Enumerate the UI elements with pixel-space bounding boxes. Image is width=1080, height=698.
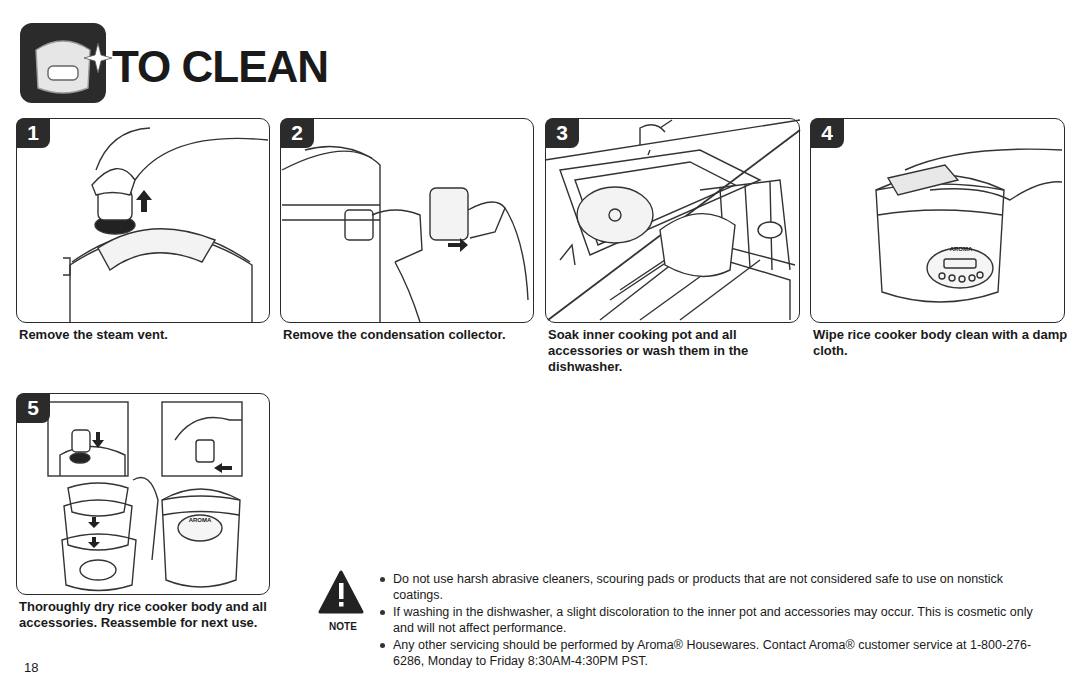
step-caption: Soak inner cooking pot and all accessori…: [548, 327, 811, 375]
page-number: 18: [24, 660, 64, 675]
step-panel: 3Soak inner cooking pot and all accessor…: [545, 118, 800, 323]
step-number: 3: [545, 118, 579, 148]
title-icon: [20, 23, 112, 103]
reassemble-illustration: [48, 402, 242, 591]
step-caption: Remove the steam vent.: [19, 327, 281, 343]
step-panel: 1Remove the steam vent.: [16, 118, 270, 323]
step-number: 2: [280, 118, 314, 148]
step-number: 4: [810, 118, 844, 148]
sink-dishwasher-illustration: [545, 120, 800, 320]
note-label: NOTE: [323, 621, 363, 632]
note-text: Do not use harsh abrasive cleaners, scou…: [393, 571, 1033, 603]
steam-vent-illustration: [63, 128, 268, 322]
step-number: 5: [16, 393, 50, 423]
bullet-dot: [380, 643, 385, 648]
step-number: 1: [16, 118, 50, 148]
note-text: Any other servicing should be performed …: [393, 637, 1033, 669]
wipe-cooker-illustration: [876, 149, 1062, 302]
bullet-dot: [380, 610, 385, 615]
brand-logo: AROMA: [941, 245, 981, 253]
step-caption: Remove the condensation collector.: [283, 327, 545, 343]
note-text: If washing in the dishwasher, a slight d…: [393, 604, 1033, 636]
step-caption: Wipe rice cooker body clean with a damp …: [813, 327, 1076, 359]
condensation-collector-illustration: [282, 146, 528, 322]
step-panel: 4Wipe rice cooker body clean with a damp…: [810, 118, 1065, 323]
step-panel: 2Remove the condensation collector.: [280, 118, 534, 323]
warning-icon: [320, 572, 362, 612]
page-title: TO CLEAN: [112, 42, 328, 92]
bullet-dot: [380, 577, 385, 582]
step-caption: Thoroughly dry rice cooker body and all …: [19, 599, 281, 631]
brand-logo: AROMA: [180, 516, 220, 524]
step-panel: 5Thoroughly dry rice cooker body and all…: [16, 393, 270, 595]
